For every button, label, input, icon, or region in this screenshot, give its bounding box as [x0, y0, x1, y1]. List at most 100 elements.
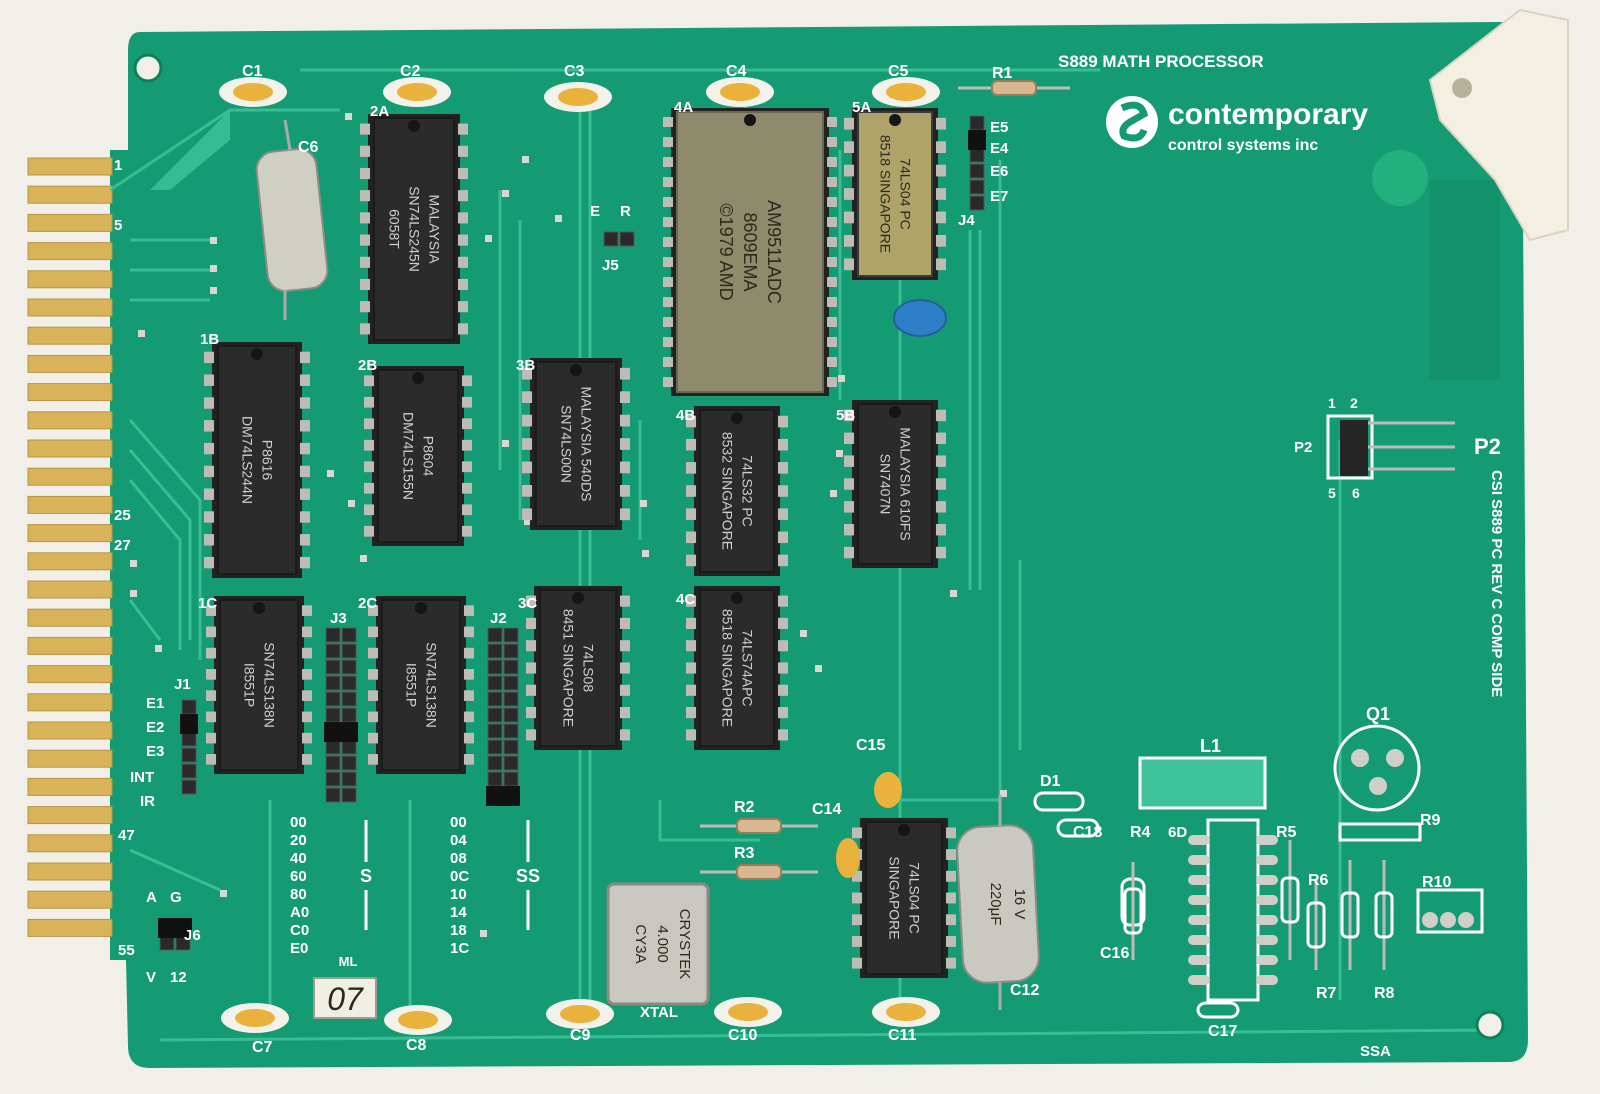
- jumper-label-j1: J1: [174, 676, 191, 693]
- header-pin: [503, 659, 519, 675]
- ic-pin: [464, 605, 474, 616]
- ic-pin: [526, 662, 536, 674]
- chip-marking: SN74LS245N: [406, 186, 422, 272]
- ic-pin: [686, 508, 696, 520]
- ic-pin: [464, 732, 474, 744]
- ic-pin: [206, 626, 216, 638]
- chip-marking: 8518 SINGAPORE: [877, 135, 893, 253]
- ic-pin: [827, 137, 837, 147]
- edge-number-5: 5: [114, 217, 122, 234]
- capacitor-marking: 16 V: [1011, 889, 1028, 920]
- ceramic-capacitor: [728, 1003, 768, 1021]
- ic-pin: [206, 754, 216, 765]
- edge-finger: [27, 693, 113, 712]
- ic-pin: [936, 258, 946, 271]
- ic-pin: [364, 482, 374, 494]
- header-pin: [325, 643, 341, 659]
- ic-pin: [936, 478, 946, 490]
- edge-finger: [27, 524, 113, 543]
- header-pin: [487, 739, 503, 755]
- ic-pin: [844, 455, 854, 467]
- jumper-shunt[interactable]: [486, 786, 520, 806]
- label-r6: R6: [1308, 872, 1329, 889]
- position-label-p2C: 2C: [358, 595, 377, 612]
- ic-body: [219, 599, 299, 771]
- ceramic-capacitor: [560, 1005, 600, 1023]
- chip-marking: I8551P: [241, 663, 257, 707]
- ic-pin: [300, 420, 310, 432]
- jumper-group-s-label: S: [360, 866, 372, 886]
- ic-pin: [686, 438, 696, 451]
- ic-pin: [302, 732, 312, 744]
- ejector-rivet: [1452, 78, 1472, 98]
- ic-pin: [827, 217, 837, 227]
- edge-finger: [27, 636, 113, 655]
- resistor-body: [736, 818, 782, 834]
- electrolytic-capacitor-c6: [255, 119, 329, 320]
- chip-marking: 74LS04 PC: [897, 158, 913, 230]
- edge-finger: [27, 270, 113, 289]
- header-pin: [969, 195, 985, 211]
- edge-finger: [27, 439, 113, 458]
- ic-pin: [204, 556, 214, 569]
- diode-d1-outline: [1033, 791, 1085, 812]
- header-pin: [487, 771, 503, 787]
- jumper-shunt[interactable]: [968, 130, 986, 150]
- ic-pin: [302, 626, 312, 638]
- header-pin: [619, 231, 635, 247]
- position-label-p1B: 1B: [200, 331, 219, 348]
- jumper-shunt[interactable]: [180, 714, 198, 734]
- blue-capacitor: [893, 299, 947, 337]
- ic-pin: [936, 432, 946, 444]
- position-label-p6D: 6D: [1168, 824, 1187, 841]
- chip-marking: 6058T: [386, 209, 402, 249]
- label-c3: C3: [564, 63, 585, 80]
- ic-body: [381, 599, 461, 771]
- chip-marking: MALAYSIA 610FS: [897, 427, 913, 540]
- ceramic-capacitor: [720, 83, 760, 101]
- ic-pin: [462, 504, 472, 516]
- ic-pin: [364, 461, 374, 473]
- label-c12: C12: [1010, 982, 1039, 999]
- label-c16: C16: [1100, 945, 1129, 962]
- ic-pin: [204, 397, 214, 409]
- ic-pin: [663, 297, 673, 307]
- ic-pin: [302, 605, 312, 616]
- address-ss-label: 14: [450, 904, 467, 921]
- header-pin: [969, 179, 985, 195]
- ic-pin: [663, 337, 673, 347]
- jumper-label-e5: E5: [990, 119, 1008, 136]
- jumper-label-e4: E4: [990, 140, 1009, 157]
- chip-marking: MALAYSIA: [426, 195, 442, 265]
- ic-pin: [206, 711, 216, 723]
- mounting-hole: [133, 53, 163, 83]
- ic-pin: [827, 257, 837, 267]
- ic-pin: [360, 278, 370, 291]
- label-c7: C7: [252, 1039, 273, 1056]
- ic-pin: [686, 707, 696, 719]
- ic-notch: [889, 114, 901, 126]
- ceramic-capacitors: [219, 77, 1240, 1035]
- ic-pin: [946, 957, 956, 969]
- label-c14: C14: [812, 801, 841, 818]
- label-c4: C4: [726, 63, 747, 80]
- jumper-shunt[interactable]: [158, 918, 192, 938]
- header-pin: [487, 691, 503, 707]
- chip-marking: DM74LS244N: [239, 416, 255, 504]
- jumper-label-j3: J3: [330, 610, 347, 627]
- ic-pin: [364, 525, 374, 537]
- ic-pin: [368, 605, 378, 616]
- ic-pin: [620, 640, 630, 652]
- edge-finger: [27, 834, 113, 853]
- header-pin: [341, 787, 357, 803]
- ic-pin: [620, 461, 630, 474]
- ic-pin: [300, 442, 310, 455]
- jumper-shunt[interactable]: [324, 722, 358, 742]
- ic-pin: [364, 504, 374, 516]
- address-ss-label: 18: [450, 922, 467, 939]
- header-pin: [341, 691, 357, 707]
